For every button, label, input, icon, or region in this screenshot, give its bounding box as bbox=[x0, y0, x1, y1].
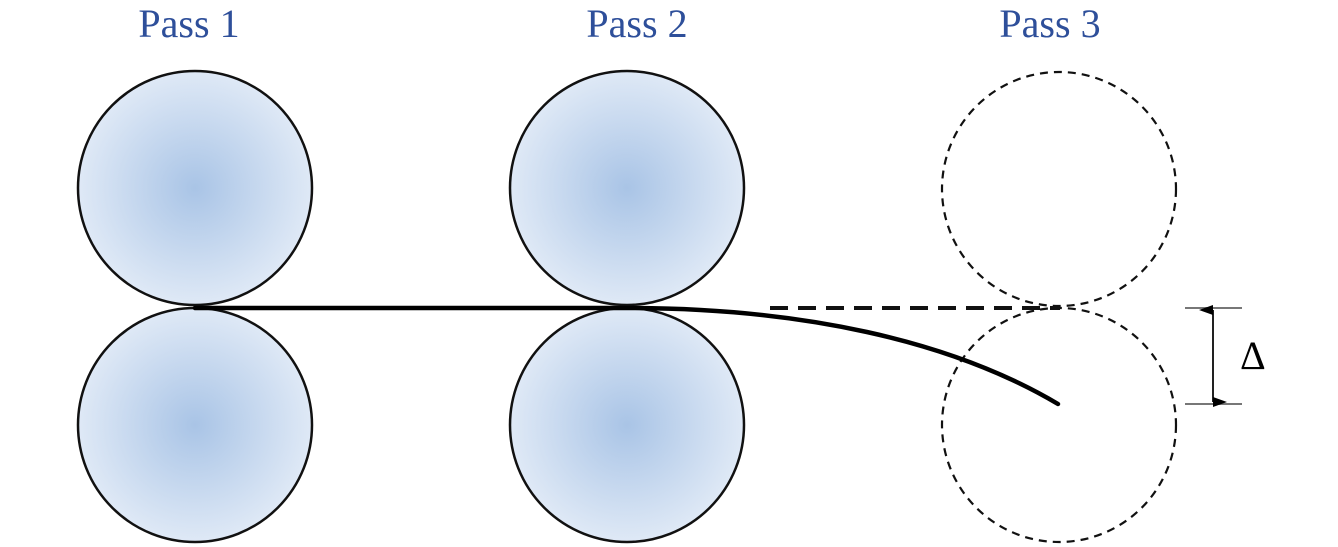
pass-1-top-roll bbox=[76, 69, 314, 307]
pass-3-bottom-roll-dashed bbox=[940, 306, 1178, 544]
strip bbox=[192, 305, 1061, 407]
pass-3-label: Pass 3 bbox=[999, 1, 1101, 46]
deflection-label: Δ bbox=[1240, 333, 1266, 378]
pass-1-label: Pass 1 bbox=[138, 1, 240, 46]
pass-2-top-roll bbox=[508, 69, 746, 307]
pass-2-label: Pass 2 bbox=[586, 1, 688, 46]
pass-3-top-roll-dashed bbox=[940, 70, 1178, 308]
pass-2-bottom-roll bbox=[508, 306, 746, 544]
pass-1-bottom-roll bbox=[76, 306, 314, 544]
